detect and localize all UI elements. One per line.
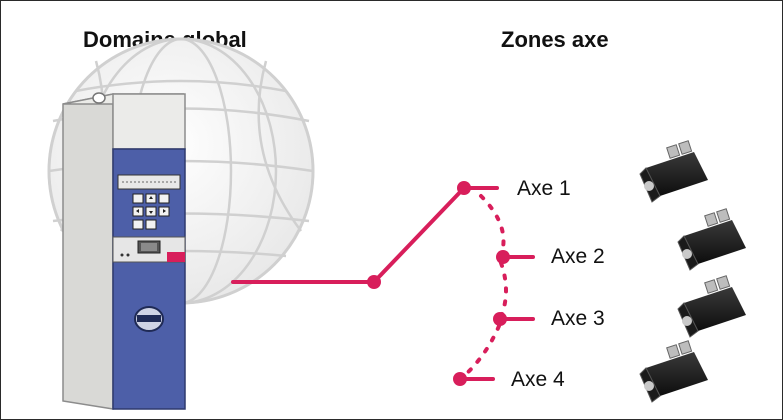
servo-motor-icon	[639, 140, 708, 203]
axis-label-2: Axe 2	[551, 245, 605, 268]
servo-motor-icon	[677, 208, 746, 271]
axis-label-1: Axe 1	[517, 177, 571, 200]
keypad	[132, 193, 170, 230]
branch-2-3	[499, 261, 508, 319]
axis-4-node	[453, 372, 467, 386]
branch-1-2	[479, 194, 506, 258]
servo-motor-icon	[677, 275, 746, 338]
title-axis-zones: Zones axe	[501, 27, 609, 52]
axis-3-node	[493, 312, 507, 326]
servo-motor-icon	[639, 340, 708, 403]
axis-2-node	[496, 250, 510, 264]
axis-label-3: Axe 3	[551, 307, 605, 330]
axis-label-4: Axe 4	[511, 368, 565, 391]
branch-3-4	[461, 324, 501, 379]
junction-node	[367, 275, 381, 289]
connection-nodes	[367, 181, 510, 386]
stober-logo	[134, 306, 164, 332]
axis-1-node	[457, 181, 471, 195]
servo-drive-controller	[62, 92, 186, 410]
